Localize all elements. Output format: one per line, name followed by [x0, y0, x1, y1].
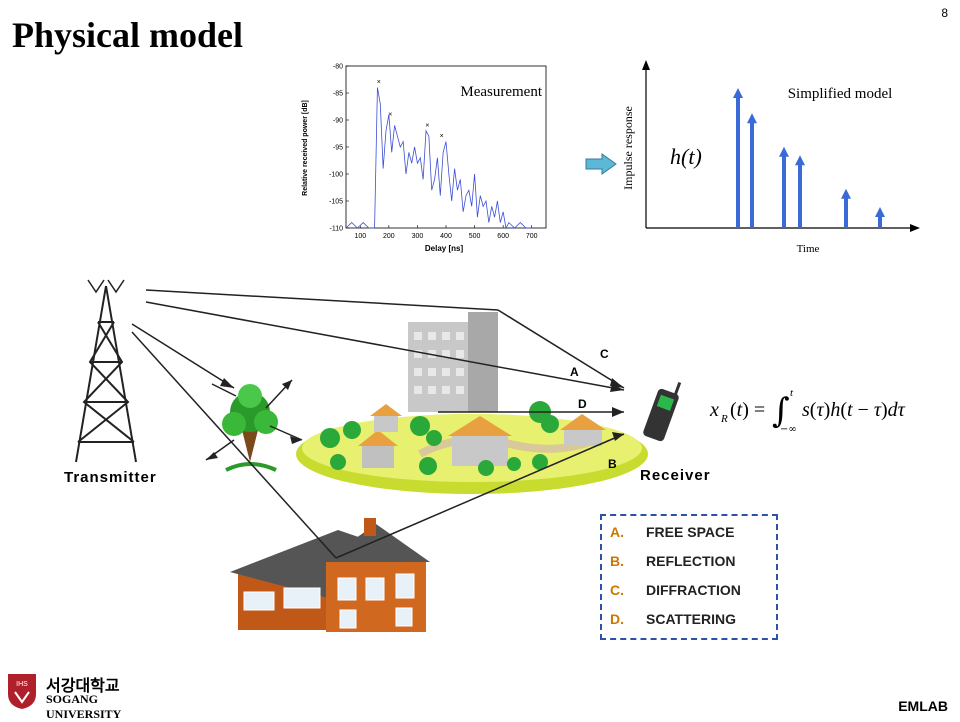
- transmitter-tower-icon: [75, 279, 137, 463]
- measurement-y-tick-label: -85: [333, 91, 343, 98]
- path-diffraction-to-receiver: [497, 309, 625, 389]
- legend-item-free-space: A. FREE SPACE: [610, 524, 734, 540]
- propagation-legend: A.FREE SPACE B.REFLECTION C.DIFFRACTION …: [600, 514, 778, 640]
- path-reflection-to-receiver: [335, 433, 625, 559]
- measurement-peak-markers: × × × ×: [377, 79, 444, 140]
- measurement-title: Measurement: [460, 84, 542, 100]
- measurement-x-tick-label: 400: [440, 233, 452, 240]
- svg-text:t: t: [790, 387, 794, 399]
- peak-marker: ×: [440, 133, 444, 140]
- simplified-xlabel: Time: [797, 243, 820, 255]
- legend-item-diffraction: C. DIFFRACTION: [610, 582, 741, 598]
- measurement-x-tick-label: 100: [354, 233, 366, 240]
- university-name-latin: SOGANG UNIVERSITY: [46, 692, 122, 721]
- simplified-model-chart: Simplified model Time Impulse response h…: [621, 60, 920, 255]
- legend-text: DIFFRACTION: [646, 582, 741, 598]
- transmitter-label: Transmitter: [64, 469, 157, 486]
- legend-item-reflection: B. REFLECTION: [610, 553, 735, 569]
- legend-letter: D.: [610, 611, 624, 627]
- measurement-x-tick-label: 200: [383, 233, 395, 240]
- measurement-x-tick-label: 700: [526, 233, 538, 240]
- convolution-formula: x R (t) = ∫ t −∞ s(τ)h(t − τ)dτ: [709, 387, 906, 435]
- measurement-xlabel: Delay [ns]: [425, 244, 464, 253]
- lab-name: EMLAB: [898, 698, 948, 714]
- svg-text:∫: ∫: [772, 391, 790, 431]
- peak-marker: ×: [425, 122, 429, 129]
- measurement-y-tick-label: -90: [333, 118, 343, 125]
- measurement-y-tick-label: -110: [330, 226, 344, 233]
- measurement-chart: -80 -85 -90 -95 -100 -105 -110 100 200 300 400 500…: [296, 56, 558, 268]
- measurement-y-tick-label: -100: [329, 172, 343, 179]
- measurement-y-ticks: -80 -85 -90 -95 -100 -105 -110: [329, 64, 349, 233]
- university-name-korean: 서강대학교: [46, 676, 120, 695]
- simplified-ylabel: Impulse response: [621, 106, 635, 190]
- svg-text:(t) =: (t) =: [730, 399, 765, 421]
- impulse-arrowhead: [779, 146, 789, 157]
- legend-letter: A.: [610, 524, 624, 540]
- tree-icon: [222, 384, 278, 472]
- path-label-d: D: [578, 397, 587, 411]
- village-icon: [296, 401, 648, 494]
- measurement-y-tick-label: -95: [333, 145, 343, 152]
- path-diffraction-to-building: [145, 289, 499, 311]
- legend-text: REFLECTION: [646, 553, 736, 569]
- scatter-ray-4: [211, 383, 237, 397]
- path-free-space: [145, 301, 625, 391]
- path-label-b: B: [608, 457, 617, 471]
- arrowheads: [206, 378, 624, 460]
- impulse-arrowhead: [875, 207, 885, 217]
- arrow-right-icon: [585, 153, 617, 175]
- university-logo: IHS 서강대학교 SOGANG UNIVERSITY: [6, 670, 156, 721]
- impulse-arrowhead: [795, 155, 805, 166]
- measurement-x-tick-label: 300: [412, 233, 424, 240]
- svg-text:s(τ)h(t − τ)dτ: s(τ)h(t − τ)dτ: [802, 399, 906, 421]
- svg-text:IHS: IHS: [16, 681, 28, 688]
- page-title: Physical model: [12, 15, 243, 55]
- legend-letter: B.: [610, 553, 624, 569]
- measurement-ylabel: Relative received power [dB]: [302, 100, 309, 196]
- simplified-impulses: [733, 88, 885, 228]
- peak-marker: ×: [388, 112, 392, 119]
- impulse-arrowhead: [841, 188, 851, 199]
- measurement-y-tick-label: -80: [333, 64, 343, 71]
- path-to-house: [131, 331, 337, 559]
- measurement-x-ticks: 100 200 300 400 500 600 700: [354, 225, 538, 240]
- svg-text:−∞: −∞: [780, 424, 797, 435]
- impulse-arrowhead: [733, 88, 743, 98]
- receiver-label: Receiver: [640, 467, 711, 484]
- measurement-plot-frame: [345, 65, 547, 229]
- propagation-paths: [131, 289, 625, 559]
- svg-text:x: x: [709, 399, 719, 421]
- svg-text:R: R: [720, 413, 728, 425]
- path-label-c: C: [600, 347, 609, 361]
- university-emblem-icon: IHS: [8, 674, 36, 709]
- propagation-scene: C A D B Transmitter Receiver: [64, 279, 711, 632]
- scatter-ray-2: [269, 425, 303, 441]
- peak-marker: ×: [377, 79, 381, 86]
- path-to-tree: [131, 323, 235, 389]
- path-label-a: A: [570, 365, 579, 379]
- tall-building-icon: [408, 312, 498, 412]
- measurement-x-tick-label: 600: [497, 233, 509, 240]
- legend-letter: C.: [610, 582, 624, 598]
- page-number: 8: [941, 6, 948, 20]
- impulse-arrowhead: [747, 113, 757, 124]
- measurement-series-line: [345, 87, 532, 230]
- measurement-y-tick-label: -105: [329, 199, 343, 206]
- legend-text: FREE SPACE: [646, 524, 735, 540]
- house-icon: [230, 518, 430, 632]
- legend-item-scattering: D. SCATTERING: [610, 611, 736, 627]
- simplified-title: Simplified model: [788, 86, 893, 102]
- legend-text: SCATTERING: [646, 611, 736, 627]
- mobile-phone-icon: [643, 381, 682, 442]
- measurement-x-tick-label: 500: [469, 233, 481, 240]
- impulse-function-label: h(t): [670, 144, 702, 169]
